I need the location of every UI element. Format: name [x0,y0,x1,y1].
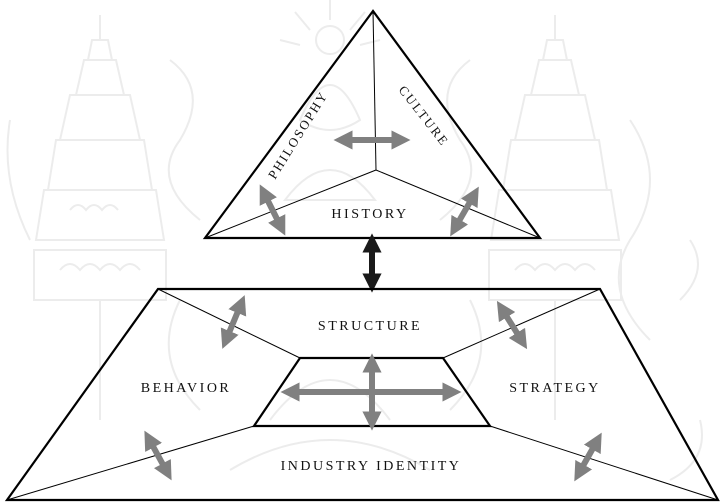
base-upper-left-line [158,289,300,358]
structure-label: STRUCTURE [318,319,422,334]
strategy-industry-arrow [579,441,597,473]
industry-identity-label: INDUSTRY IDENTITY [281,459,462,474]
base-trapezoid: STRUCTURE BEHAVIOR STRATEGY INDUSTRY IDE… [7,289,718,500]
top-pyramid-outline [205,11,540,238]
culture-label: CULTURE [396,83,453,150]
culture-history-arrow [455,195,474,228]
philosophy-label: PHILOSOPHY [265,88,331,182]
top-apex-line [373,11,376,170]
royal-emblem-watermark [8,0,703,480]
structure-behavior-arrow [226,304,241,340]
base-lower-left-line [7,426,254,500]
behavior-industry-arrow [149,439,167,472]
strategy-label: STRATEGY [509,381,601,396]
top-pyramid: PHILOSOPHY CULTURE HISTORY [205,11,540,238]
history-label: HISTORY [331,207,408,222]
philosophy-history-arrow [264,193,281,227]
behavior-label: BEHAVIOR [141,381,232,396]
